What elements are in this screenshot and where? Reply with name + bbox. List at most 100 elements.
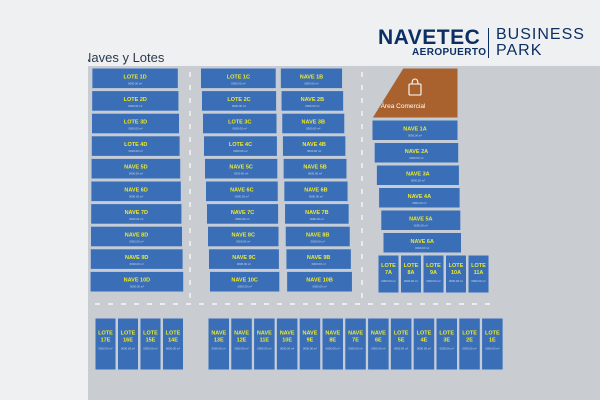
lot-area: 0000.00 m² [130,262,144,266]
lot-shape [162,317,184,371]
lot-area: 0000.00 m² [303,347,317,351]
lot-area: 0000.00 m² [312,285,326,289]
lot-label-id: 5E [398,338,405,344]
lot-shape [90,135,181,157]
lot-area: 0000.00 m² [121,347,135,351]
lot-shape [208,248,280,270]
lot-shape [284,225,351,248]
lot-label-id: 1E [489,338,496,344]
lot-shape [298,317,322,371]
lot-label: NAVE 10D [124,278,151,284]
lot-label: LOTE [121,331,136,337]
lot-area: 0000.00 m² [371,347,385,351]
lot-shape [382,232,462,254]
bag-handle [411,78,419,85]
lot-shape [202,112,278,135]
lot-label: NAVE 8C [232,233,255,239]
lot-shape [206,203,280,225]
logo-park: PARK [496,42,543,59]
lot-label-id: 11A [474,270,484,276]
lot-label: NAVE 6D [124,187,147,193]
lot-area: 0000.00 m² [98,347,112,351]
lot-area: 0000.00 m² [381,279,395,283]
lot-label: NAVE 6C [230,187,253,193]
lot-area: 0000.00 m² [412,201,426,205]
lot-area: 0000.00 m² [234,172,248,176]
lot-shape [400,254,422,294]
lot-label: NAVE 1B [300,74,323,80]
lot-label-id: 10A [451,270,461,276]
lot-label-id: 2E [466,338,473,344]
lot-area: 0000.00 m² [233,127,247,131]
lot-area: 0000.00 m² [231,81,245,85]
lot-area: 0000.00 m² [212,347,226,351]
lot-area: 0000.00 m² [128,127,142,131]
lot-area: 0000.00 m² [236,240,250,244]
lot-label: LOTE 1C [227,74,250,80]
lot-label: NAVE [325,331,340,337]
lot-label: NAVE 9D [125,255,148,261]
commercial-area[interactable]: Área Comercial [371,67,459,119]
lot-label: LOTE [471,263,486,269]
lot-shape [279,67,344,90]
